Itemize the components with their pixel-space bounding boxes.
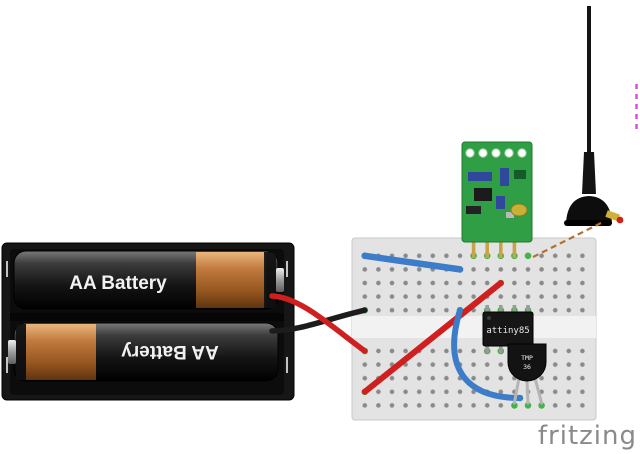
tmp36-label-line1: TMP [521,354,533,362]
pcb-capacitor [468,172,492,181]
pcb-crystal [510,203,528,217]
pcb-ic [474,188,492,201]
wire-black-battery[interactable] [269,307,368,334]
pcb-component [506,212,514,218]
attiny85-label: attiny85 [486,326,529,336]
battery-contact-clips [6,261,288,373]
battery-terminal-nub [276,268,284,292]
battery-terminal-nub [8,340,16,364]
tmp36-body[interactable] [507,343,547,382]
breadboard-bottom-grid[interactable] [358,340,592,412]
antenna-base[interactable] [566,196,612,224]
battery-top-cap [264,252,276,308]
antenna-taper [582,152,596,194]
battery-holder[interactable]: AA Battery AA Battery [1,242,295,401]
jumper-blue-top[interactable] [361,252,464,273]
pcb-holes [465,148,527,158]
transmitter-pins [471,240,517,258]
battery-top-copper-band [196,252,266,308]
battery-top-label: AA Battery [69,273,167,294]
pcb-component [466,206,481,214]
antenna-connector-tip [616,216,624,224]
antenna-connector [605,210,620,222]
pcb-capacitor [500,168,509,186]
fritzing-watermark: fritzing [538,421,637,451]
breadboard-hole-active[interactable] [524,252,532,260]
pcb-component [514,170,526,179]
breadboard-hole-active[interactable] [511,402,518,409]
battery-bottom-copper-band [26,324,96,380]
breadboard-center-channel [352,316,596,338]
attiny85-pin1-dot [487,316,491,320]
breadboard[interactable] [351,237,597,421]
antenna[interactable] [564,6,624,226]
wire-red-battery[interactable] [269,293,368,354]
battery-cell-top[interactable]: AA Battery [13,250,284,310]
antenna-whip[interactable] [587,6,591,152]
jumper-red-diagonal[interactable] [361,280,504,395]
battery-bottom-label: AA Battery [121,341,219,362]
battery-bottom-cap [16,324,26,380]
jumper-blue-curved[interactable] [451,307,523,401]
rf-transmitter-module[interactable] [461,141,533,258]
battery-holder-divider [10,313,284,321]
breadboard-hole-active[interactable] [538,402,545,409]
tmp36-label-line2: 36 [523,363,531,371]
battery-cell-bottom[interactable]: AA Battery [8,322,279,382]
pcb-capacitor [496,196,505,209]
antenna-cable-dashed[interactable] [530,222,602,259]
breadboard-hole-active[interactable] [524,402,532,409]
tmp36-sensor[interactable]: TMP 36 [507,343,547,405]
transmitter-pcb[interactable] [461,141,533,243]
antenna-base-flange [564,220,612,226]
tmp36-legs [512,376,544,405]
